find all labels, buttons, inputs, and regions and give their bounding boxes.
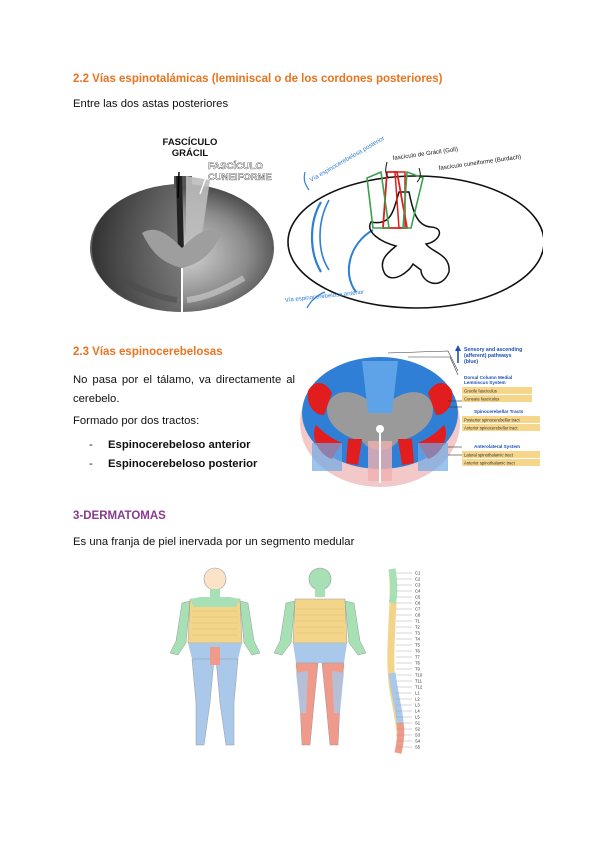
tract-list: Espinocerebeloso anterior Espinocerebelo… [89, 436, 257, 474]
spine-label: T6 [415, 649, 421, 654]
legend-title-1: Sensory and ascending [464, 347, 522, 353]
legend-title-3: (blue) [464, 359, 478, 365]
section-23-para2: Formado por dos tractos: [73, 415, 200, 427]
spine-label: S4 [415, 739, 421, 744]
legend-anterior-spinocerebellar: Anterior spinocerebellar tract [464, 426, 518, 431]
hand-drawn-cord-sketch: Vía espinocerebelosa posterior fascículo… [285, 135, 543, 309]
legend-group1-1: Dorsal Column Medial [464, 375, 512, 380]
spine-label: L3 [415, 703, 420, 708]
section-3-heading: 3-DERMATOMAS [73, 510, 166, 522]
legend-group2: Spinocerebellar Tracts [474, 409, 524, 414]
legend-title-2: (afferent) pathways [464, 353, 512, 359]
section-22-intro: Entre las dos astas posteriores [73, 98, 229, 110]
label-cuneiforme-1: FASCÍCULO [208, 161, 263, 172]
spine-label: C4 [415, 589, 421, 594]
spine-label: L2 [415, 697, 420, 702]
legend-lateral-spinothalamic: Lateral spinothalamic tract [464, 453, 514, 458]
spine-label: L4 [415, 709, 420, 714]
legend-group1-2: Lemniscus System [464, 380, 506, 385]
sketch-label-gracil: fascículo de Grácil (Goll) [392, 147, 458, 162]
spine-column-figure: C1C2C3C4C5C6C7C8T1T2T3T4T5T6T7T8T9T10T11… [387, 568, 423, 755]
spine-label: C6 [415, 601, 421, 606]
spine-label: T3 [415, 631, 421, 636]
spine-label: L5 [415, 715, 420, 720]
spinocerebellar-diagram: Sensory and ascending (afferent) pathway… [300, 345, 540, 487]
spine-label: C2 [415, 577, 421, 582]
spine-label: T10 [415, 673, 423, 678]
label-gracil-1: FASCÍCULO [163, 137, 218, 148]
label-gracil-2: GRÁCIL [172, 148, 209, 159]
spine-label: C5 [415, 595, 421, 600]
spine-label: C8 [415, 613, 421, 618]
spine-label: T12 [415, 685, 423, 690]
legend-gracile: Gracile fasciculus [464, 389, 497, 394]
spine-label: S1 [415, 721, 421, 726]
spine-label: C3 [415, 583, 421, 588]
label-cuneiforme-2: CUNEIFORME [208, 172, 272, 183]
spine-label: T2 [415, 625, 421, 630]
spine-label: T4 [415, 637, 421, 642]
section-23-heading: 2.3 Vías espinocerebelosas [73, 346, 223, 358]
legend-cuneate: Cuneate fasciculus [464, 397, 499, 402]
section-3-para: Es una franja de piel inervada por un se… [73, 536, 355, 548]
spine-label: T1 [415, 619, 421, 624]
legend-group3: Anterolateral System [474, 444, 520, 449]
tract-item-posterior: Espinocerebeloso posterior [89, 455, 257, 474]
spine-label: T11 [415, 679, 423, 684]
spine-label: S2 [415, 727, 421, 732]
front-body-figure [169, 567, 261, 746]
sketch-label-posterior: Vía espinocerebelosa posterior [309, 135, 386, 184]
spine-label: C1 [415, 571, 421, 576]
spine-label: T8 [415, 661, 421, 666]
spine-label: L1 [415, 691, 420, 696]
spine-label: S5 [415, 745, 421, 750]
legend-posterior-spinocerebellar: Posterior spinocerebellar tract [464, 418, 520, 423]
section-23-para1: No pasa por el tálamo, va directamente a… [73, 374, 295, 405]
spine-label: T9 [415, 667, 421, 672]
back-body-figure [273, 567, 367, 746]
spinal-cord-photo: FASCÍCULO GRÁCIL FASCÍCULO CUNEIFORME [90, 137, 274, 312]
legend-anterior-spinothalamic: Anterior spinothalamic tract [464, 461, 516, 466]
spine-label: T5 [415, 643, 421, 648]
dermatome-figures: C1C2C3C4C5C6C7C8T1T2T3T4T5T6T7T8T9T10T11… [169, 567, 423, 755]
spine-label: S3 [415, 733, 421, 738]
spine-label: C7 [415, 607, 421, 612]
sketch-label-cuneiforme: fascículo cuneiforme (Burdach) [438, 154, 521, 171]
tract-item-anterior: Espinocerebeloso anterior [89, 436, 257, 455]
section-22-heading: 2.2 Vías espinotalámicas (leminiscal o d… [73, 73, 443, 85]
spine-label: T7 [415, 655, 421, 660]
